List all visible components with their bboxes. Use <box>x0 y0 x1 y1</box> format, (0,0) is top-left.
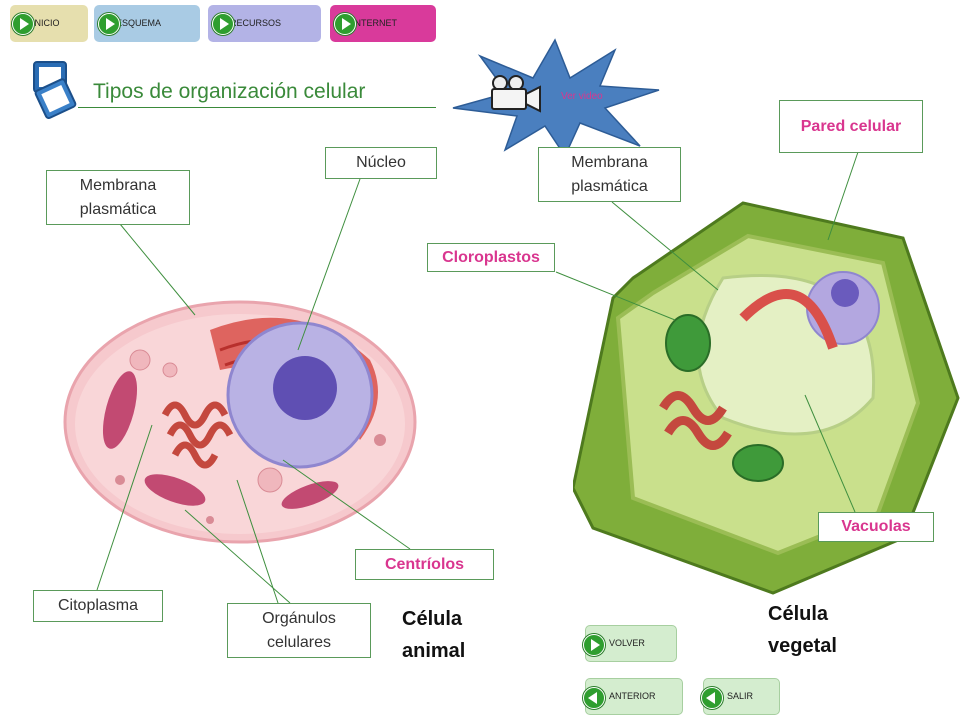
label-nucleo: Núcleo <box>325 147 437 179</box>
nav-esquema-label: ESQUEMA <box>116 18 162 28</box>
nav-internet[interactable]: INTERNET <box>330 5 436 42</box>
anterior-label: ANTERIOR <box>609 691 656 701</box>
video-link[interactable]: Ver video <box>561 91 603 102</box>
caption-vegetal: Célula vegetal <box>768 603 837 657</box>
video-camera-icon <box>491 75 541 113</box>
label-membrana-vegetal: Membrana plasmática <box>538 147 681 202</box>
nav-inicio-label: INICIO <box>32 18 60 28</box>
label-organulos: Orgánulos celulares <box>227 603 371 658</box>
anterior-button[interactable]: ANTERIOR <box>583 678 683 715</box>
play-back-icon <box>701 687 723 709</box>
nav-inicio[interactable]: INICIO <box>10 5 88 42</box>
title-underline <box>78 107 436 108</box>
play-icon <box>583 634 605 656</box>
label-pared-celular: Pared celular <box>779 100 923 153</box>
animal-cell-illustration <box>63 300 417 544</box>
play-icon <box>334 13 356 35</box>
label-centriolos: Centríolos <box>355 549 494 580</box>
play-icon <box>98 13 120 35</box>
play-icon <box>212 13 234 35</box>
label-cloroplastos: Cloroplastos <box>427 243 555 272</box>
nav-internet-label: INTERNET <box>352 18 397 28</box>
page-title: Tipos de organización celular <box>93 80 366 103</box>
volver-label: VOLVER <box>609 638 645 648</box>
label-membrana-animal: Membrana plasmática <box>46 170 190 225</box>
salir-label: SALIR <box>727 691 754 701</box>
label-vacuolas: Vacuolas <box>818 512 934 542</box>
nav-recursos-label: RECURSOS <box>230 18 282 28</box>
salir-button[interactable]: SALIR <box>701 678 780 715</box>
slides-icon <box>33 61 77 120</box>
nav-recursos[interactable]: RECURSOS <box>208 5 321 42</box>
play-back-icon <box>583 687 605 709</box>
play-icon <box>12 13 34 35</box>
plant-cell-illustration <box>573 201 960 595</box>
caption-animal: Célula animal <box>402 608 466 662</box>
label-citoplasma: Citoplasma <box>33 590 163 622</box>
nav-esquema[interactable]: ESQUEMA <box>94 5 200 42</box>
volver-button[interactable]: VOLVER <box>583 625 677 662</box>
